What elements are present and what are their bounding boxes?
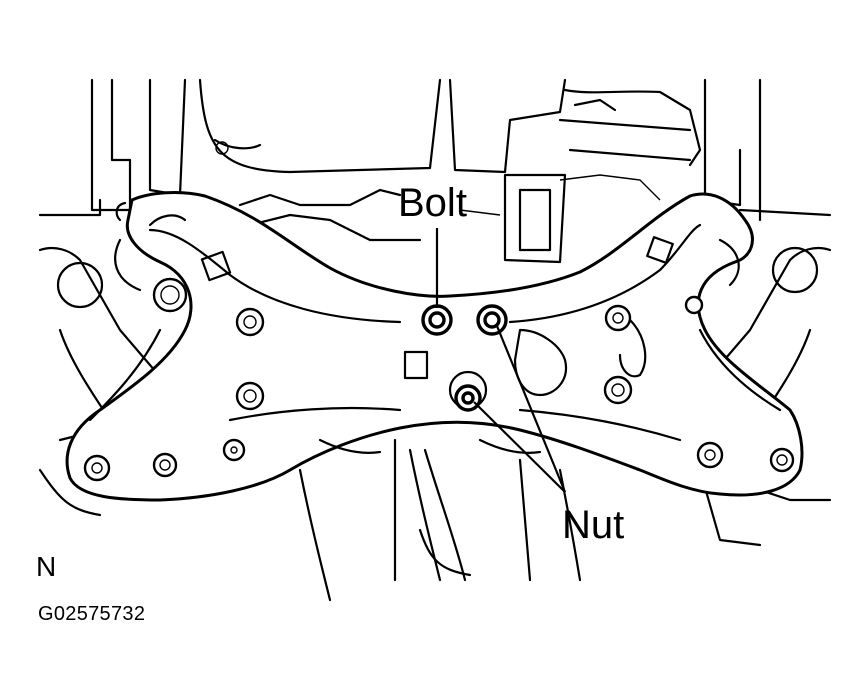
north-indicator: N (36, 551, 57, 582)
vehicle-underbody-background (38, 78, 832, 602)
suspension-crossmember (65, 191, 804, 502)
bolt-label: Bolt (398, 181, 467, 225)
nut-label: Nut (562, 503, 625, 547)
center-bolt (421, 304, 453, 336)
figure-code: G02575732 (38, 603, 146, 625)
crossmember-holes (83, 277, 795, 482)
center-nut-lower (448, 370, 488, 412)
center-nut-upper (476, 304, 508, 336)
leader-lines (435, 228, 567, 493)
